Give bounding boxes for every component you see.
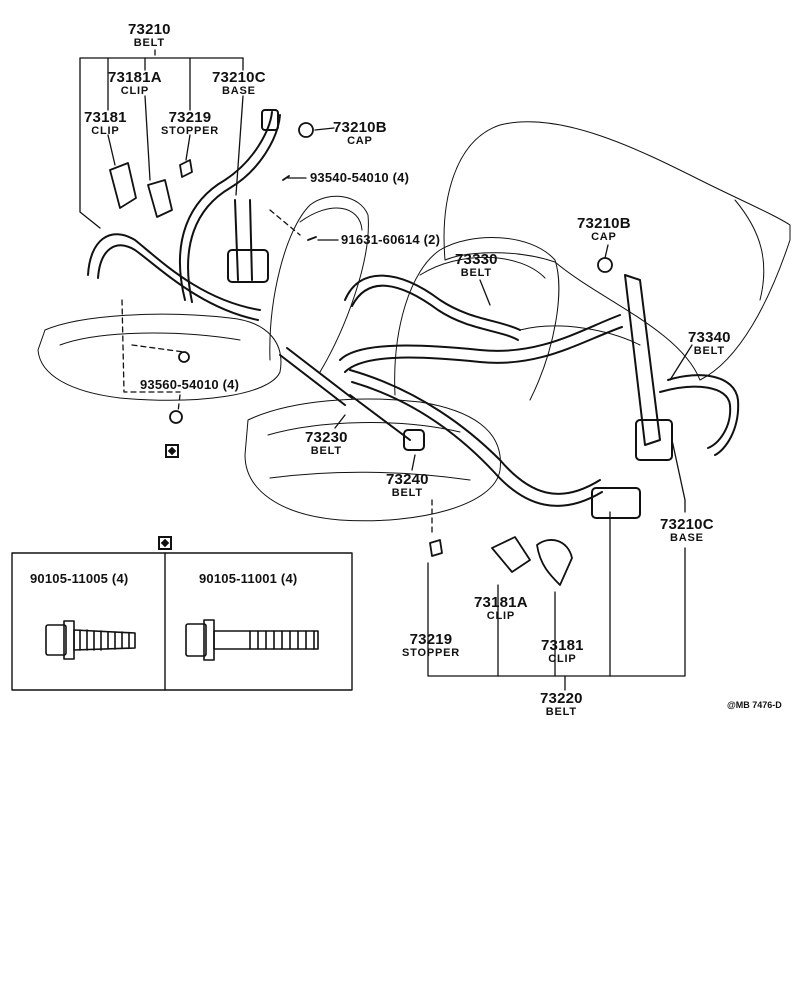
label-90105-11005: 90105-11005 (4): [30, 571, 129, 586]
label-73210c-base-top: 73210C BASE: [212, 69, 266, 97]
label-73340-belt: 73340 BELT: [688, 329, 731, 357]
bolt-90105-11005: [45, 620, 136, 660]
label-73210b-cap-top: 73210B CAP: [333, 119, 387, 147]
label-90105-11001: 90105-11001 (4): [199, 571, 298, 586]
label-73219-stopper-top: 73219 STOPPER: [161, 109, 219, 137]
label-73219-stopper-bottom: 73219 STOPPER: [402, 631, 460, 659]
label-73210c-base-right: 73210C BASE: [660, 516, 714, 544]
belts: [87, 109, 740, 519]
label-73210b-cap-right: 73210B CAP: [577, 215, 631, 243]
label-93560-54010: 93560-54010 (4): [140, 377, 240, 392]
bolt-90105-11001: [185, 619, 319, 661]
label-73181a-clip-top: 73181A CLIP: [108, 69, 162, 97]
label-93540-54010: 93540-54010 (4): [310, 170, 410, 185]
label-91631-60614: 91631-60614 (2): [341, 232, 441, 247]
label-73330-belt: 73330 BELT: [455, 251, 498, 279]
diamond-marker-inset: [158, 536, 172, 550]
diamond-marker-top: [165, 444, 179, 458]
label-73181a-clip-bottom: 73181A CLIP: [474, 594, 528, 622]
small-parts: [109, 122, 613, 586]
leader-lines: [79, 49, 693, 691]
label-73210-belt: 73210 BELT: [128, 21, 171, 49]
label-73240-belt: 73240 BELT: [386, 471, 429, 499]
label-73181-clip-bottom: 73181 CLIP: [541, 637, 584, 665]
label-73230-belt: 73230 BELT: [305, 429, 348, 457]
figure-code: @MB 7476-D: [727, 700, 782, 710]
bolt-inset-box: [11, 552, 353, 691]
label-73220-belt: 73220 BELT: [540, 690, 583, 718]
label-73181-clip-top: 73181 CLIP: [84, 109, 127, 137]
